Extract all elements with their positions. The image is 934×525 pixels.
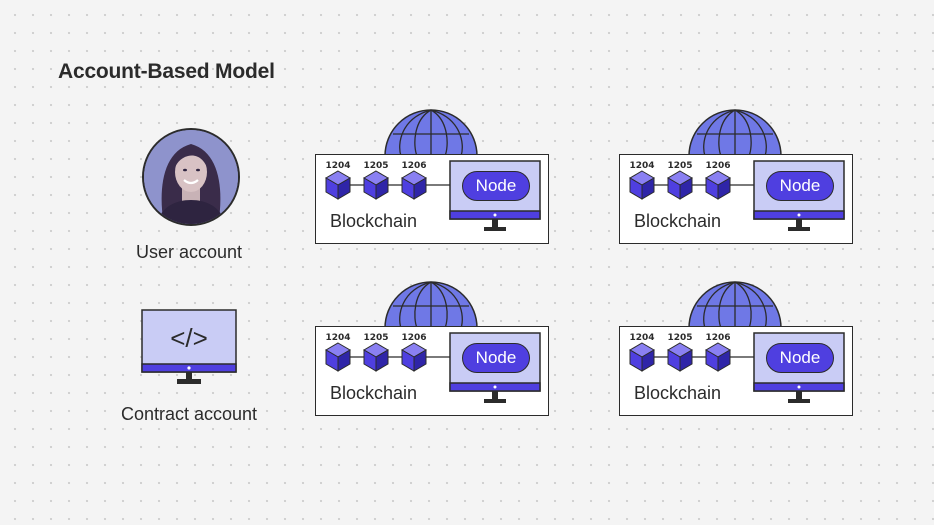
- blockchain-node-panel: 1204 1205 1206 Blockchain Node: [619, 154, 853, 244]
- block-number: 1206: [705, 161, 731, 171]
- block-cube-icon: [363, 342, 389, 372]
- block-number: 1204: [629, 161, 655, 171]
- block-cube-icon: [629, 342, 655, 372]
- block-number: 1206: [705, 333, 731, 343]
- globe-icon: [688, 109, 782, 157]
- block-cube-icon: [629, 170, 655, 200]
- user-avatar: [142, 128, 240, 226]
- block-number: 1204: [325, 161, 351, 171]
- blockchain-node-panel: 1204 1205 1206 Blockchain Node: [315, 326, 549, 416]
- block-number: 1204: [325, 333, 351, 343]
- block-cube-icon: [325, 170, 351, 200]
- block-number: 1206: [401, 333, 427, 343]
- node-group-2: 1204 1205 1206 Blockchain Node: [619, 108, 855, 246]
- page-title: Account-Based Model: [58, 60, 275, 83]
- block-cube-icon: [705, 342, 731, 372]
- block-number: 1206: [401, 161, 427, 171]
- contract-code-glyph: </>: [170, 323, 208, 353]
- node-badge: Node: [462, 171, 530, 201]
- blockchain-node-panel: 1204 1205 1206 Blockchain Node: [315, 154, 549, 244]
- block-cube-icon: [401, 342, 427, 372]
- globe-icon: [384, 281, 478, 329]
- globe-icon: [384, 109, 478, 157]
- block-cube-icon: [363, 170, 389, 200]
- blockchain-node-panel: 1204 1205 1206 Blockchain Node: [619, 326, 853, 416]
- blockchain-label: Blockchain: [634, 211, 722, 231]
- globe-icon: [688, 281, 782, 329]
- node-badge: Node: [766, 343, 834, 373]
- block-cube-icon: [325, 342, 351, 372]
- blockchain-label: Blockchain: [330, 211, 418, 231]
- monitor-code-icon: </>: [141, 309, 239, 392]
- contract-account-label: Contract account: [120, 404, 258, 424]
- node-group-4: 1204 1205 1206 Blockchain Node: [619, 280, 855, 418]
- user-account-label: User account: [135, 242, 243, 262]
- block-cube-icon: [705, 170, 731, 200]
- node-group-3: 1204 1205 1206 Blockchain Node: [315, 280, 551, 418]
- node-badge: Node: [462, 343, 530, 373]
- block-cube-icon: [401, 170, 427, 200]
- block-number: 1205: [667, 333, 693, 343]
- block-cube-icon: [667, 170, 693, 200]
- block-cube-icon: [667, 342, 693, 372]
- blockchain-label: Blockchain: [330, 383, 418, 403]
- node-group-1: 1204 1205 1206 Blockchain Node: [315, 108, 551, 246]
- block-number: 1205: [667, 161, 693, 171]
- node-badge: Node: [766, 171, 834, 201]
- block-number: 1205: [363, 161, 389, 171]
- block-number: 1204: [629, 333, 655, 343]
- block-number: 1205: [363, 333, 389, 343]
- blockchain-label: Blockchain: [634, 383, 722, 403]
